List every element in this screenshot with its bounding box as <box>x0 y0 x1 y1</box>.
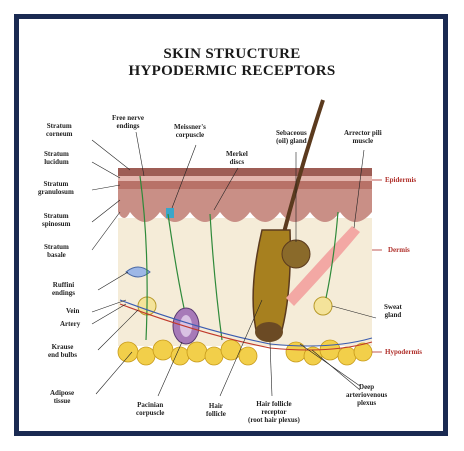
sweat-gland-shape <box>314 297 332 315</box>
label-text: tissue <box>50 397 74 405</box>
label-dermis: Dermis <box>388 246 410 254</box>
label-hair-follicle: Hair follicle <box>206 402 226 418</box>
label-text: Vein <box>66 307 79 315</box>
label-text: Arrector pili <box>344 129 382 137</box>
label-text: corneum <box>46 130 72 138</box>
label-text: Pacinian <box>136 401 164 409</box>
label-text: Hair follicle <box>248 400 300 408</box>
label-text: arteriovenous <box>346 391 387 399</box>
label-hair-follicle-receptor: Hair follicle receptor (root hair plexus… <box>248 400 300 424</box>
label-text: receptor <box>248 408 300 416</box>
label-text: (root hair plexus) <box>248 416 300 424</box>
label-stratum-basale: Stratum basale <box>44 243 69 259</box>
label-text: gland <box>384 311 402 319</box>
label-vein: Vein <box>66 307 79 315</box>
label-merkel-discs: Merkel discs <box>226 150 248 166</box>
label-deep-arteriovenous-plexus: Deep arteriovenous plexus <box>346 383 387 407</box>
label-adipose-tissue: Adipose tissue <box>50 389 74 405</box>
label-text: granulosum <box>38 188 74 196</box>
sebaceous-gland-shape <box>282 240 310 268</box>
label-text: follicle <box>206 410 226 418</box>
label-text: corpuscle <box>174 131 206 139</box>
label-meissners-corpuscle: Meissner's corpuscle <box>174 123 206 139</box>
label-text: plexus <box>346 399 387 407</box>
label-text: end bulbs <box>48 351 77 359</box>
label-text: Meissner's <box>174 123 206 131</box>
label-text: Sebaceous <box>276 129 307 137</box>
label-stratum-lucidum: Stratum lucidum <box>44 150 69 166</box>
hair-bulb <box>255 322 283 342</box>
label-sweat-gland: Sweat gland <box>384 303 402 319</box>
label-krause-end-bulbs: Krause end bulbs <box>48 343 77 359</box>
label-stratum-spinosum: Stratum spinosum <box>42 212 70 228</box>
label-text: lucidum <box>44 158 69 166</box>
meissner-shape <box>166 208 174 218</box>
label-pacinian-corpuscle: Pacinian corpuscle <box>136 401 164 417</box>
label-text: discs <box>226 158 248 166</box>
label-text: Merkel <box>226 150 248 158</box>
label-text: spinosum <box>42 220 70 228</box>
label-text: Stratum <box>46 122 72 130</box>
label-text: endings <box>52 289 75 297</box>
label-text: Krause <box>48 343 77 351</box>
stratum-lucidum-band <box>118 176 372 181</box>
label-text: Adipose <box>50 389 74 397</box>
label-epidermis: Epidermis <box>385 176 416 184</box>
label-hypodermis: Hypodermis <box>385 348 422 356</box>
label-sebaceous-gland: Sebaceous (oil) gland <box>276 129 307 145</box>
label-text: Stratum <box>44 150 69 158</box>
label-text: basale <box>44 251 69 259</box>
label-free-nerve-endings: Free nerve endings <box>112 114 144 130</box>
label-text: Hair <box>206 402 226 410</box>
label-stratum-corneum: Stratum corneum <box>46 122 72 138</box>
stratum-corneum-band <box>118 168 372 176</box>
label-text: (oil) gland <box>276 137 307 145</box>
dermis-layer <box>118 218 372 346</box>
label-text: Free nerve <box>112 114 144 122</box>
label-text: Deep <box>346 383 387 391</box>
label-text: muscle <box>344 137 382 145</box>
label-text: corpuscle <box>136 409 164 417</box>
label-arrector-pili-muscle: Arrector pili muscle <box>344 129 382 145</box>
label-text: Stratum <box>42 212 70 220</box>
label-ruffini-endings: Ruffini endings <box>52 281 75 297</box>
label-text: Artery <box>60 320 80 328</box>
label-text: endings <box>112 122 144 130</box>
label-text: Stratum <box>44 243 69 251</box>
label-stratum-granulosum: Stratum granulosum <box>38 180 74 196</box>
label-text: Ruffini <box>52 281 75 289</box>
stratum-granulosum-band <box>118 181 372 189</box>
label-artery: Artery <box>60 320 80 328</box>
label-text: Sweat <box>384 303 402 311</box>
label-text: Stratum <box>38 180 74 188</box>
